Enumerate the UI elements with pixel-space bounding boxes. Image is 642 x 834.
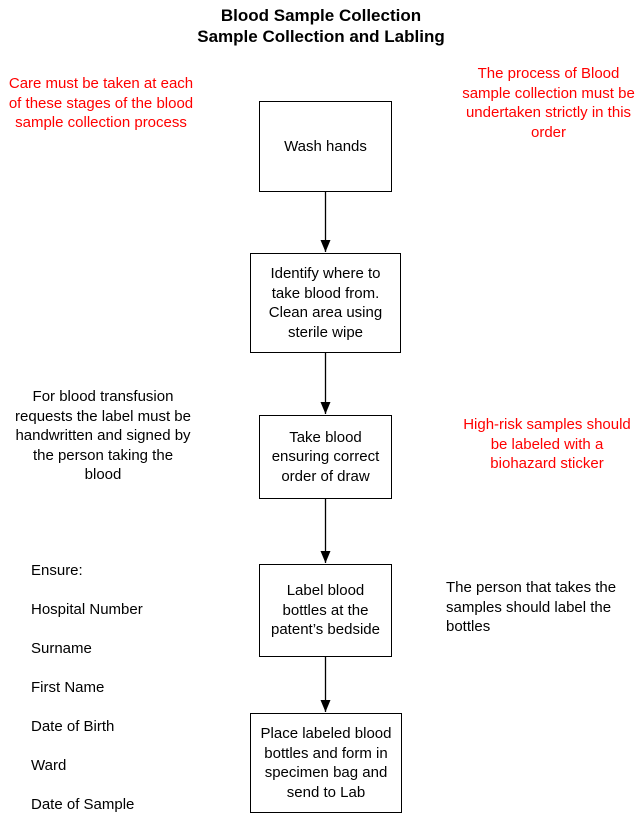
care-warning-note: Care must be taken at each of these stag…	[8, 75, 194, 131]
ensure-heading: Ensure:	[31, 561, 83, 579]
step-wash-hands-label: Wash hands	[284, 137, 367, 155]
ensure-item-surname: Surname	[31, 639, 92, 657]
arrowhead-4	[320, 700, 331, 712]
step-identify-site-label: Identify where to take blood from. Clean…	[268, 265, 383, 341]
ensure-item-ward: Ward	[31, 756, 67, 774]
step-send-to-lab-label: Place labeled blood bottles and form in …	[260, 725, 392, 801]
diagram-title: Blood Sample Collection	[220, 6, 422, 25]
arrowhead-3	[320, 551, 331, 563]
arrowhead-2	[320, 402, 331, 414]
ensure-item-hospital-number: Hospital Number	[31, 600, 143, 618]
labelling-responsibility-note: The person that takes the samples should…	[446, 579, 617, 635]
transfusion-label-note: For blood transfusion requests the label…	[15, 388, 191, 483]
step-identify-site: Identify where to take blood from. Clean…	[250, 253, 401, 353]
diagram-subtitle: Sample Collection and Labling	[197, 27, 445, 46]
step-wash-hands: Wash hands	[259, 101, 392, 192]
ensure-item-date-of-sample: Date of Sample	[31, 795, 135, 813]
step-label-bottles-label: Label blood bottles at the patent’s beds…	[271, 582, 380, 639]
ensure-checklist: Ensure: Hospital Number Surname First Na…	[31, 541, 201, 834]
biohazard-warning-note: High-risk samples should be labeled with…	[463, 416, 631, 472]
step-label-bottles: Label blood bottles at the patent’s beds…	[259, 564, 392, 657]
ensure-item-first-name: First Name	[31, 678, 105, 696]
arrowhead-1	[320, 240, 331, 252]
ensure-item-date-of-birth: Date of Birth	[31, 717, 115, 735]
flow-connectors	[320, 192, 331, 712]
step-take-blood-label: Take blood ensuring correct order of dra…	[271, 428, 380, 485]
order-warning-note: The process of Blood sample collection m…	[462, 65, 635, 141]
step-send-to-lab: Place labeled blood bottles and form in …	[250, 713, 402, 813]
step-take-blood: Take blood ensuring correct order of dra…	[259, 415, 392, 499]
